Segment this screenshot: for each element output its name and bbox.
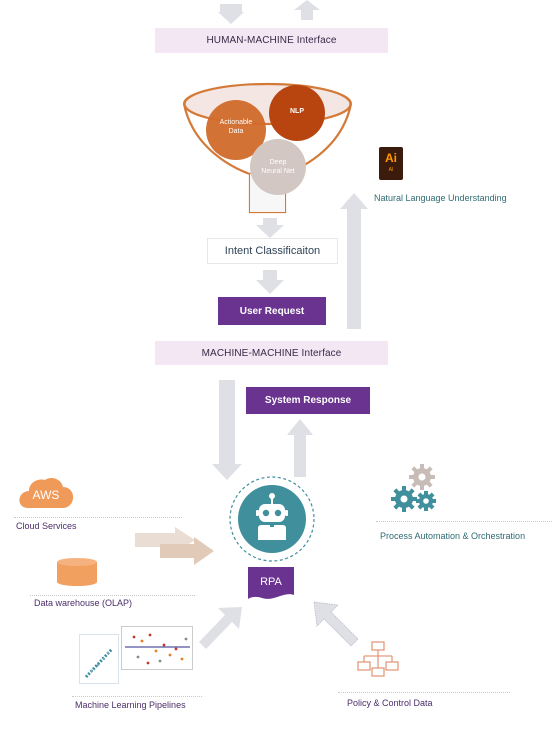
down-arrow-icon [212, 380, 242, 480]
funnel-circle-nlp-shape [269, 85, 325, 141]
process-automation-label: Process Automation & Orchestration [380, 531, 526, 541]
funnel-label-deep: Deep Neural Net [261, 159, 295, 175]
adobe-illustrator-icon: Ai AI [379, 147, 403, 180]
divider-line [376, 521, 552, 522]
intent-classification-label: Intent Classificaiton [224, 245, 321, 257]
right-arrow-icon [160, 537, 214, 565]
gear-icon [391, 464, 436, 512]
data-warehouse-label: Data warehouse (OLAP) [34, 598, 133, 608]
database-icon [57, 558, 97, 586]
machine-machine-interface: MACHINE-MACHINE Interface [155, 341, 388, 365]
rpa-flag-shape [248, 567, 294, 599]
scatter-chart-icon [121, 626, 193, 670]
ml-pipelines-label: Machine Learning Pipelines [75, 700, 186, 710]
divider-line [14, 517, 182, 518]
robot-icon [229, 476, 315, 562]
funnel-label-nlp: NLP [290, 108, 304, 115]
divider-line [72, 696, 202, 697]
funnel-circle-deep-shape [250, 139, 306, 195]
up-arrow-icon [294, 0, 320, 20]
diagonal-up-arrow-icon [199, 607, 242, 649]
scatter-chart-icon [79, 634, 119, 684]
up-arrow-icon [340, 193, 368, 329]
divider-line [338, 692, 510, 693]
nlu-label: Natural Language Understanding [374, 193, 507, 203]
rpa-label: RPA [260, 576, 282, 588]
down-arrow-icon [218, 4, 244, 24]
org-chart-icon [357, 641, 399, 677]
user-request-button[interactable]: User Request [218, 297, 326, 325]
intent-classification-box: Intent Classificaiton [207, 238, 338, 264]
down-arrow-icon [256, 270, 284, 294]
system-response-button[interactable]: System Response [246, 387, 370, 414]
up-arrow-icon [287, 419, 313, 477]
funnel-circle-actionable-shape [206, 100, 266, 160]
down-arrow-icon [256, 218, 284, 238]
cloud-services-label: Cloud Services [16, 521, 77, 531]
human-machine-interface: HUMAN-MACHINE Interface [155, 28, 388, 53]
aws-badge: AWS [32, 488, 60, 502]
policy-control-label: Policy & Control Data [347, 698, 433, 708]
divider-line [30, 595, 195, 596]
aws-cloud-icon [19, 478, 74, 508]
diagonal-up-arrow-icon [313, 601, 359, 647]
funnel-label-actionable: Actionable Data [219, 119, 253, 135]
